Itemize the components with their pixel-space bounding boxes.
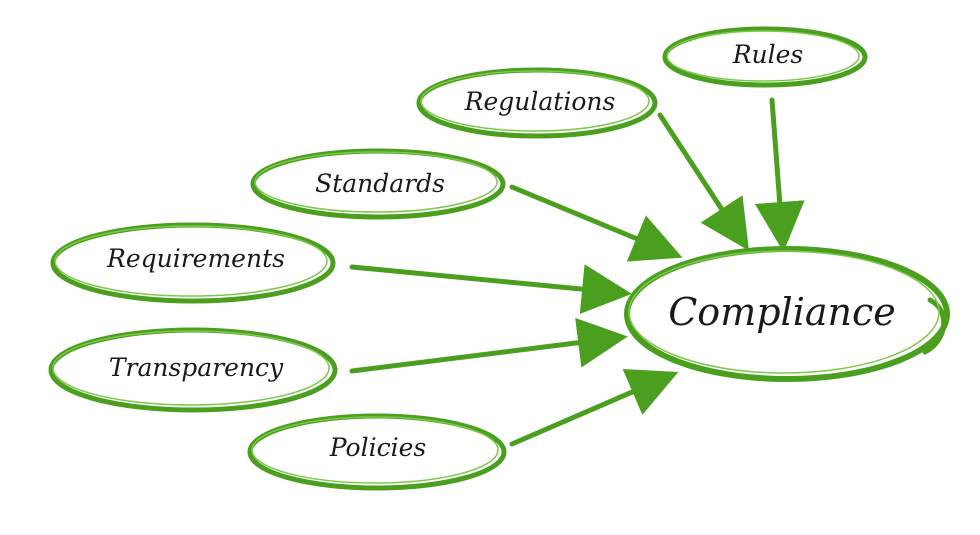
arrow-regulations-to-compliance (657, 112, 749, 251)
node-standards-ring-inner (254, 151, 498, 213)
arrow-policies-to-compliance (509, 368, 679, 447)
arrow-rules-to-compliance (754, 97, 805, 252)
node-policies-ring-inner (251, 416, 499, 484)
node-compliance: Compliance (624, 246, 950, 382)
node-compliance-ring-flourish (922, 297, 947, 355)
arrow-transparency-to-compliance (349, 317, 628, 374)
node-compliance-label: Compliance (668, 290, 896, 334)
node-compliance-ring-inner (628, 250, 940, 374)
node-regulations-ring-inner (420, 70, 650, 132)
node-rules-label: Rules (732, 40, 804, 69)
node-regulations-label: Regulations (464, 87, 616, 116)
node-transparency-ring-inner (52, 330, 330, 406)
node-standards-label: Standards (315, 169, 445, 198)
node-rules: Rules (662, 26, 868, 88)
node-standards: Standards (250, 148, 506, 220)
node-regulations: Regulations (416, 67, 658, 139)
node-transparency-label: Transparency (109, 353, 284, 382)
node-requirements-ring-inner (54, 225, 328, 297)
node-rules-ring-inner (666, 30, 860, 82)
node-regulations-ring (416, 67, 658, 139)
node-rules-ring (662, 26, 868, 88)
node-compliance-ring (624, 246, 950, 382)
connectors (349, 97, 805, 447)
arrow-standards-to-compliance (509, 184, 683, 262)
node-policies-label: Policies (329, 433, 426, 462)
arrow-requirements-to-compliance (349, 264, 632, 315)
node-requirements-label: Requirements (106, 244, 285, 273)
node-policies: Policies (247, 413, 507, 491)
node-standards-ring (250, 148, 506, 220)
node-transparency-ring (48, 327, 338, 413)
node-policies-ring (247, 413, 507, 491)
node-requirements-ring (50, 222, 336, 304)
node-requirements: Requirements (50, 222, 336, 304)
node-transparency: Transparency (48, 327, 338, 413)
